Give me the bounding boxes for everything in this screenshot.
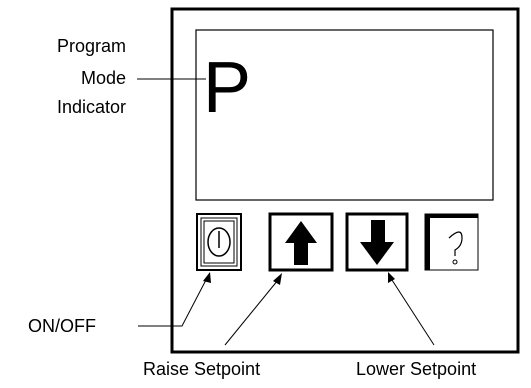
program-mode-letter: P [203, 48, 251, 128]
lower-setpoint-button[interactable] [345, 212, 409, 272]
lower-setpoint-label: Lower Setpoint [356, 359, 477, 379]
on-off-arrowhead [203, 272, 211, 283]
power-dial-icon [207, 227, 231, 257]
question-mark-icon [448, 231, 463, 265]
controller-panel [170, 7, 520, 354]
on-off-callout-line [138, 277, 208, 327]
on-off-label: ON/OFF [28, 316, 96, 336]
on-off-button[interactable] [196, 213, 242, 271]
raise-callout-line [224, 279, 279, 346]
program-mode-label-line2: Mode [80, 68, 126, 88]
arrow-up-icon [285, 221, 317, 265]
lower-callout-line [391, 279, 435, 346]
program-mode-label-line1: Program [56, 36, 126, 56]
lower-arrowhead [388, 272, 395, 283]
display-screen [195, 29, 494, 201]
raise-arrowhead [273, 273, 282, 285]
info-button[interactable] [424, 213, 479, 271]
raise-setpoint-label: Raise Setpoint [143, 359, 261, 379]
program-mode-label-line3: Indicator [56, 97, 126, 117]
arrow-down-icon [360, 220, 394, 265]
raise-setpoint-button[interactable] [268, 212, 334, 272]
